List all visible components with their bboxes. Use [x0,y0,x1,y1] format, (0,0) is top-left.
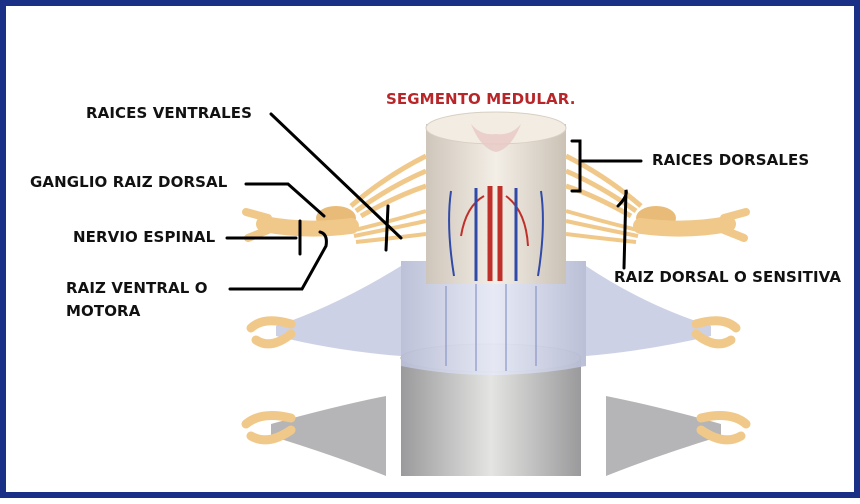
right-spinal-nerve [641,224,728,229]
label-raiz-dorsal-sensitiva: RAIZ DORSAL O SENSITIVA [614,268,841,286]
spinal-cord-segment [426,112,566,284]
label-ganglio-raiz-dorsal: GANGLIO RAIZ DORSAL [30,173,227,191]
left-spinal-nerve [264,224,351,229]
spinal-cord-illustration [6,6,860,504]
left-nerve-roots [246,156,426,242]
diagram-title: SEGMENTO MEDULAR. [386,90,576,108]
label-raices-dorsales: RAICES DORSALES [652,151,809,169]
label-raices-ventrales: RAICES VENTRALES [86,104,252,122]
raiz-ventral-leader [230,232,326,289]
label-raiz-ventral-line1: RAIZ VENTRAL O [66,279,208,297]
label-nervio-espinal: NERVIO ESPINAL [73,228,215,246]
raices-ventrales-bracket [386,206,388,250]
label-raiz-ventral-line2: MOTORA [66,302,140,320]
